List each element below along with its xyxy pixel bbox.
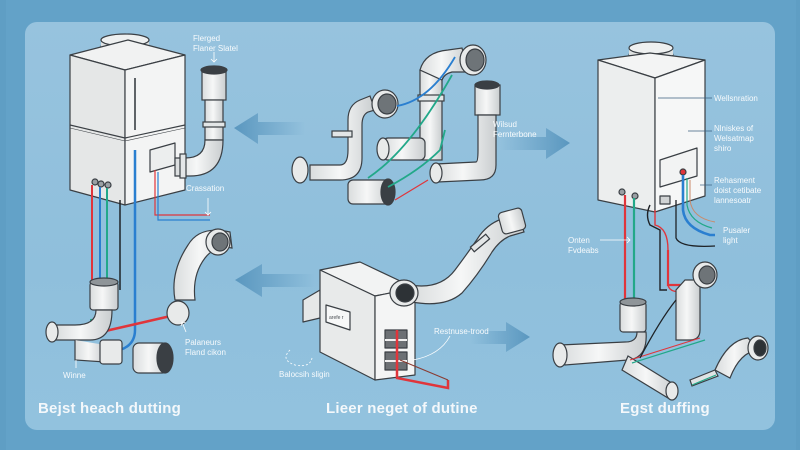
- caption-left: Bejst heach dutting: [38, 400, 181, 417]
- arrow-top-left-icon: [234, 113, 305, 144]
- right-wiring: [623, 175, 716, 310]
- caption-right: Egst duffing: [620, 400, 710, 417]
- label-restnuse: Restnuse-trood: [434, 327, 489, 336]
- left-flanged-pipe: [174, 65, 228, 179]
- left-lower-pipes: [45, 228, 233, 374]
- label-pusaler: Pusaler light: [723, 226, 751, 245]
- center-top-wiring: [367, 56, 456, 201]
- label-wellsnration: Wellsnration: [714, 94, 758, 103]
- label-onten: Onten Fvdeabs: [568, 236, 599, 255]
- label-wilsud: Wilsud Fernterbone: [493, 120, 537, 139]
- right-leader-lines: [658, 97, 712, 186]
- center-pipe-network: [291, 44, 501, 206]
- box-tag-label: arefe r: [329, 315, 344, 321]
- arrow-top-right-icon: [500, 128, 570, 159]
- right-heater-unit: [597, 41, 706, 213]
- label-crassation: Crassation: [186, 184, 225, 193]
- label-flanged-flaner: Flerged Flaner Slatel: [193, 34, 238, 53]
- label-nlniskes: Nlniskes of Welsatmap shiro: [714, 124, 754, 153]
- left-heater-unit: [69, 33, 186, 206]
- arrow-bottom-right-icon: [470, 322, 530, 352]
- label-palaneurs: Palaneurs Fland cikon: [185, 338, 226, 357]
- caption-center: Lieer neget of dutine: [326, 400, 478, 417]
- right-lower-pipes: [552, 261, 769, 401]
- label-balocsih: Balocsih sligin: [279, 370, 330, 379]
- label-rehasment: Rehasment doist cetibate lannesoatr: [714, 176, 762, 205]
- right-lower-wiring: [629, 299, 717, 386]
- center-box-wiring: [285, 330, 451, 390]
- arrow-bottom-left-icon: [235, 264, 315, 297]
- label-winne: Winne: [63, 371, 86, 380]
- left-leader-lines: [75, 52, 631, 368]
- center-box-duct: [389, 207, 527, 307]
